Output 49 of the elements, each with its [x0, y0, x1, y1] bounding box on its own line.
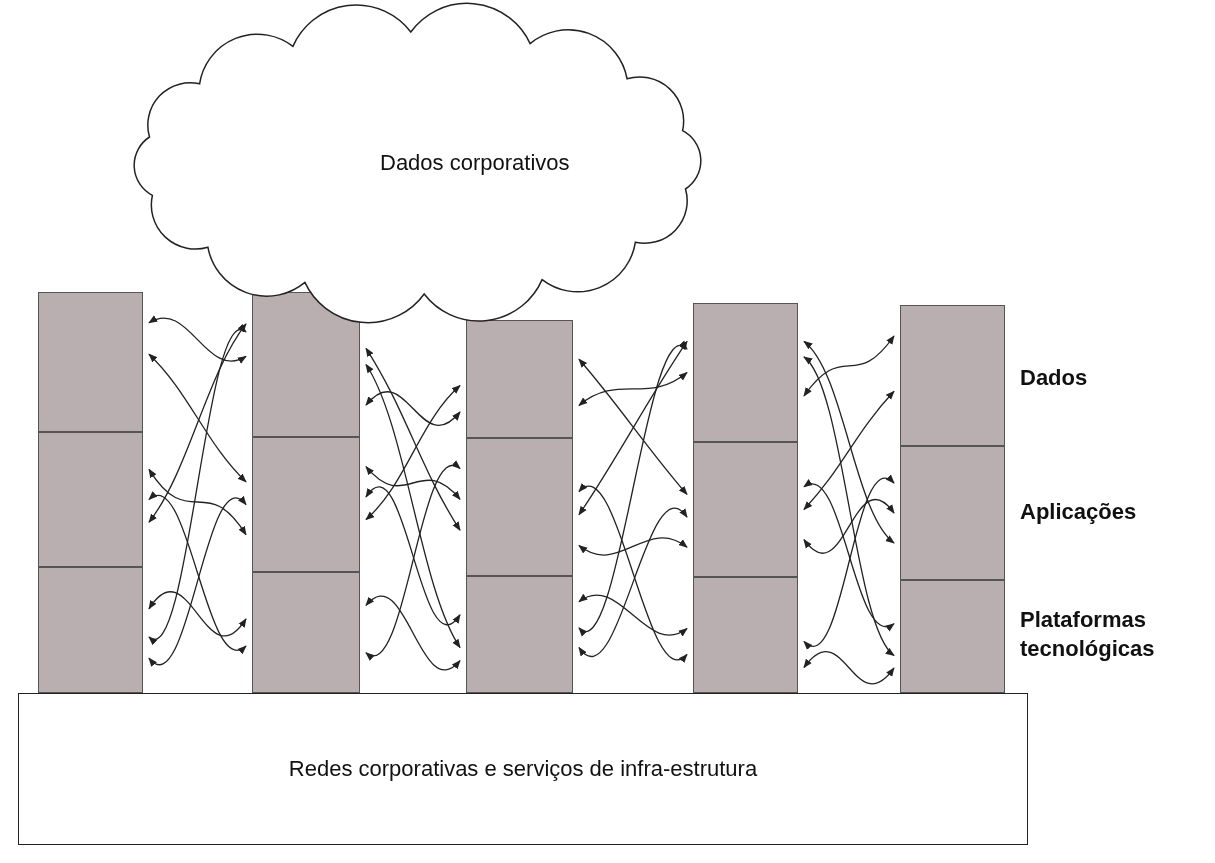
- layer-segment: [38, 567, 143, 693]
- connector-arrow: [578, 484, 688, 662]
- layer-label: Dados: [1020, 364, 1089, 392]
- connector-arrow: [148, 323, 247, 523]
- layer-segment: [252, 572, 360, 693]
- layer-segment: [466, 320, 573, 438]
- layer-segment: [900, 446, 1005, 580]
- layer-segment: [38, 432, 143, 567]
- connector-arrow: [578, 340, 688, 516]
- layer-label: Plataformas tecnológicas: [1020, 606, 1156, 663]
- connector-arrow: [365, 347, 461, 531]
- connector-arrow: [803, 390, 895, 511]
- cloud-label: Dados corporativos: [380, 150, 570, 176]
- connector-arrow: [578, 343, 688, 634]
- connector-arrow: [365, 384, 461, 521]
- connector-arrow: [365, 595, 461, 671]
- layer-segment: [693, 303, 798, 442]
- connector-arrow: [148, 353, 247, 483]
- connector-arrow: [803, 498, 895, 554]
- connector-arrow: [578, 537, 688, 556]
- layer-segment: [900, 305, 1005, 446]
- connector-arrow: [148, 591, 247, 637]
- connector-arrow: [365, 363, 461, 649]
- layer-segment: [252, 292, 360, 437]
- connector-arrow: [365, 486, 461, 625]
- connector-arrow: [578, 594, 688, 636]
- connector-arrow: [803, 335, 895, 397]
- connector-arrow: [803, 356, 895, 657]
- connector-arrow: [148, 468, 247, 536]
- layer-segment: [466, 438, 573, 576]
- layer-label: Aplicações: [1020, 498, 1138, 526]
- connector-arrow: [365, 391, 461, 426]
- connector-arrow: [803, 340, 895, 544]
- infrastructure-label: Redes corporativas e serviços de infra-estrutura: [288, 756, 758, 782]
- infrastructure-box: [18, 693, 1028, 845]
- connector-arrow: [803, 651, 895, 685]
- connector-arrow: [148, 327, 247, 642]
- layer-segment: [693, 577, 798, 693]
- connector-arrow: [365, 466, 461, 500]
- layer-segment: [38, 292, 143, 432]
- layer-segment: [466, 576, 573, 693]
- layer-segment: [252, 437, 360, 572]
- connector-arrow: [365, 462, 461, 659]
- connector-arrow: [578, 507, 688, 657]
- connector-arrow: [148, 316, 247, 363]
- connector-arrow: [578, 358, 688, 496]
- connector-arrow: [578, 371, 688, 407]
- layer-segment: [900, 580, 1005, 693]
- layer-segment: [693, 442, 798, 577]
